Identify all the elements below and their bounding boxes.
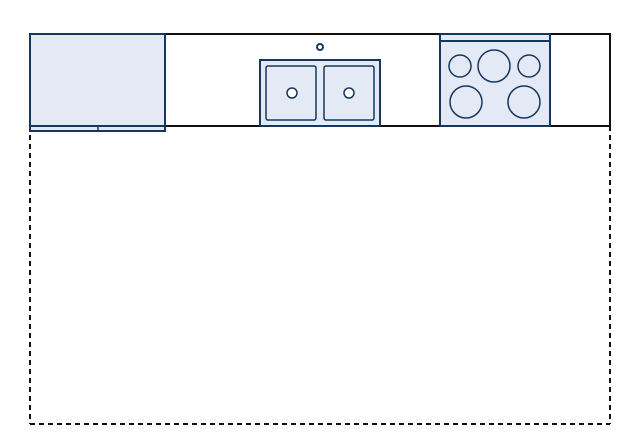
burner-bottom-left — [449, 85, 483, 119]
double-sink — [259, 59, 381, 127]
refrigerator-body — [29, 33, 166, 127]
refrigerator — [29, 33, 166, 132]
sink-drain-right — [343, 87, 355, 99]
sink-drain-left — [286, 87, 298, 99]
burner-top-right — [517, 54, 541, 78]
faucet — [316, 43, 324, 51]
burner-top-left — [448, 54, 472, 78]
burner-top-center — [477, 49, 511, 83]
room-boundary — [29, 126, 611, 425]
burner-bottom-right — [507, 85, 541, 119]
cooktop — [439, 33, 551, 127]
